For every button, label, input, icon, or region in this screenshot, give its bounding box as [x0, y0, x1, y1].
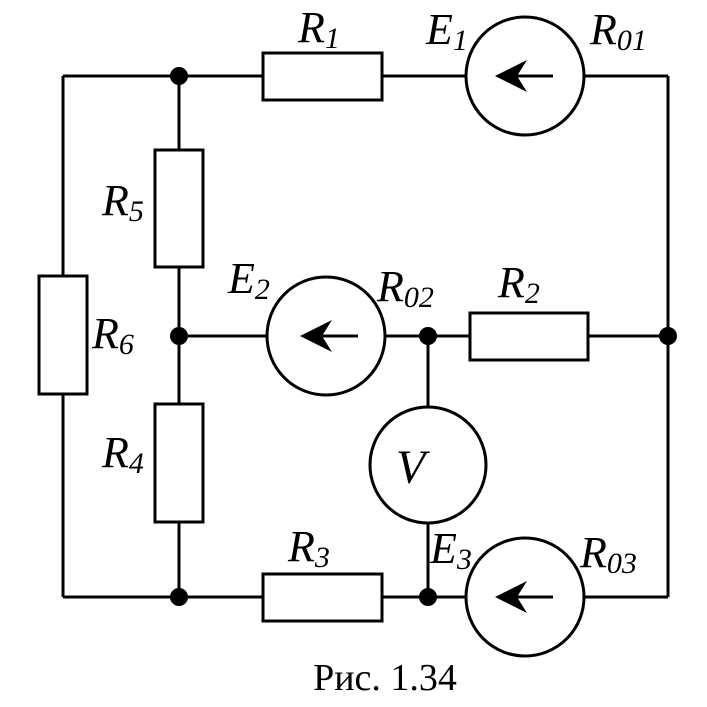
- label-e2: E2: [227, 254, 270, 306]
- label-r5: R5: [101, 176, 144, 228]
- label-r3: R3: [287, 522, 330, 574]
- figure-caption: Рис. 1.34: [313, 657, 457, 699]
- label-e1: E1: [425, 5, 468, 57]
- junction-nodes: [170, 67, 677, 606]
- resistor-r6: [37, 274, 89, 396]
- resistor-r2: [468, 311, 590, 362]
- wires: [61, 74, 670, 599]
- label-r6: R6: [91, 309, 134, 361]
- label-r4: R4: [101, 428, 144, 480]
- label-r1: R1: [297, 3, 340, 55]
- label-r01: R01: [589, 5, 647, 57]
- voltmeter-label: V: [396, 441, 430, 494]
- voltmeter: V: [368, 405, 488, 525]
- label-r2: R2: [497, 258, 540, 310]
- source-e2: [265, 275, 387, 397]
- label-e3: E3: [429, 524, 472, 576]
- label-r02: R02: [376, 262, 434, 314]
- label-r03: R03: [579, 528, 637, 580]
- source-e3: [464, 536, 586, 658]
- resistor-r4: [153, 402, 205, 524]
- resistor-r1: [261, 51, 384, 102]
- resistor-r5: [153, 148, 205, 269]
- resistor-r3: [261, 572, 384, 623]
- source-e1: [464, 15, 586, 137]
